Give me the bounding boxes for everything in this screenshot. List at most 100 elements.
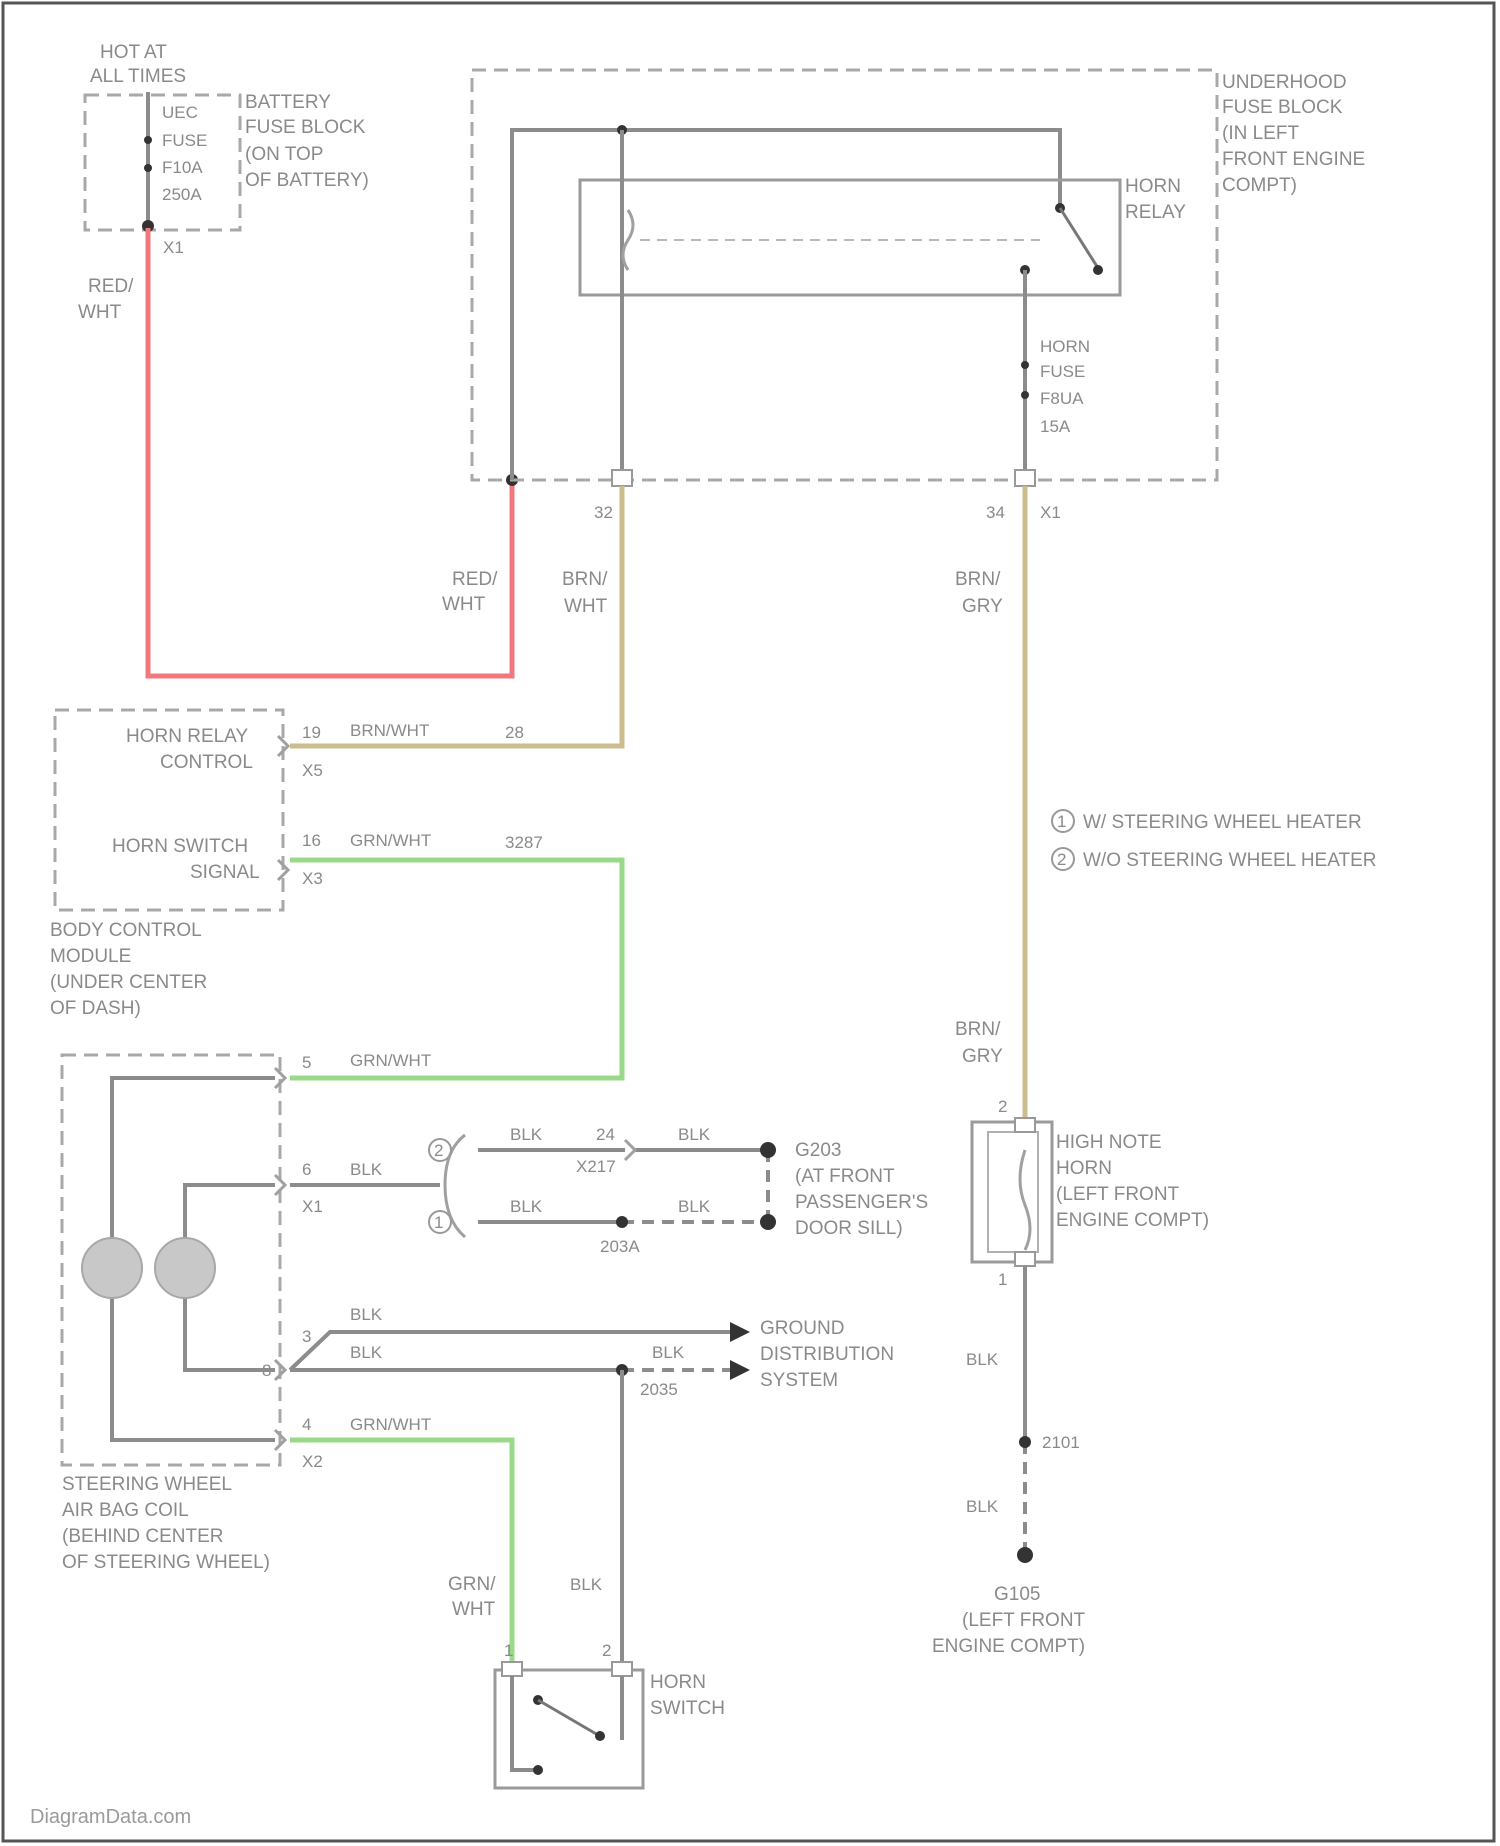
underhood-label-1: UNDERHOOD — [1222, 72, 1347, 93]
legend-item-1: W/ STEERING WHEEL HEATER — [1083, 812, 1362, 833]
g203-ground-top — [760, 1142, 776, 1158]
splice-24: 24 — [596, 1125, 615, 1144]
bcm-relay-control-1: HORN RELAY — [126, 726, 248, 747]
horn-switch-arm — [538, 1700, 598, 1735]
coil-label-1: STEERING WHEEL — [62, 1474, 232, 1495]
bcm-switch-signal-2: SIGNAL — [190, 862, 260, 883]
battery-block-label-1: BATTERY — [245, 92, 331, 113]
blk-label-j: BLK — [966, 1350, 999, 1369]
horn-body — [972, 1122, 1052, 1262]
coil-spring-left — [82, 1238, 142, 1298]
horn-label-2: HORN — [1056, 1158, 1112, 1179]
blk-label-e: BLK — [678, 1197, 711, 1216]
bcm-label-1: BODY CONTROL — [50, 920, 202, 941]
option-num-2: 2 — [434, 1141, 443, 1160]
horn-switch-label-1: HORN — [650, 1672, 706, 1693]
underhood-label-5: COMPT) — [1222, 175, 1297, 196]
horn-pin-2: 2 — [998, 1097, 1007, 1116]
coil-pin-3: 3 — [302, 1327, 311, 1346]
underhood-label-4: FRONT ENGINE — [1222, 149, 1365, 170]
grn-wht-vert-2: WHT — [452, 1599, 496, 1620]
horn-fuse-label-1: HORN — [1040, 337, 1090, 356]
coil-connector-5 — [275, 1068, 285, 1088]
horn-switch-conn-2 — [612, 1662, 632, 1676]
fuse-label: FUSE — [162, 131, 207, 150]
relay-label-2: RELAY — [1125, 202, 1186, 223]
g105-label-1: G105 — [994, 1584, 1040, 1605]
pin-x1-right: X1 — [1040, 503, 1061, 522]
x217-connector — [625, 1140, 635, 1160]
blk-label-b: BLK — [510, 1125, 543, 1144]
horn-switch-contact-b — [595, 1731, 605, 1741]
horn-coil — [1020, 1150, 1030, 1250]
splice-2101: 2101 — [1042, 1433, 1080, 1452]
splice-2035: 2035 — [640, 1380, 678, 1399]
coil-connector-6 — [275, 1175, 285, 1195]
horn-fuse-node-bottom — [1021, 391, 1029, 399]
bcm-label-3: (UNDER CENTER — [50, 972, 207, 993]
grn-wht-vert-1: GRN/ — [448, 1574, 496, 1595]
battery-block-label-4: OF BATTERY) — [245, 170, 369, 191]
battery-block-label-3: (ON TOP — [245, 144, 323, 165]
ground-dist-2: DISTRIBUTION — [760, 1344, 894, 1365]
grn-wht-switch-wire — [290, 1440, 512, 1668]
pin-32: 32 — [594, 503, 613, 522]
coil-label-4: OF STEERING WHEEL) — [62, 1552, 270, 1573]
red-wht-top-2: WHT — [78, 302, 122, 323]
brn-wht-1: BRN/ — [562, 569, 608, 590]
blk-label-a: BLK — [350, 1160, 383, 1179]
ground-dist-3: SYSTEM — [760, 1370, 838, 1391]
underhood-label-3: (IN LEFT — [1222, 123, 1299, 144]
connector-32 — [612, 470, 632, 486]
horn-switch-pin-1: 1 — [504, 1641, 513, 1660]
splice-x217: X217 — [576, 1157, 616, 1176]
relay-contact-bottom — [1093, 265, 1103, 275]
underhood-label-2: FUSE BLOCK — [1222, 97, 1343, 118]
relay-switch-arm — [1060, 208, 1098, 268]
horn-conn-bottom — [1015, 1252, 1035, 1266]
coil-pin-8: 8 — [262, 1361, 271, 1380]
f10a-label: F10A — [162, 158, 203, 177]
bcm-label-4: OF DASH) — [50, 998, 141, 1019]
g203-label-2: (AT FRONT — [795, 1166, 895, 1187]
red-wht-top-1: RED/ — [88, 276, 134, 297]
g203-ground-bottom — [760, 1214, 776, 1230]
fuse-node-top — [144, 136, 152, 144]
svg-text:ALL TIMES: ALL TIMES — [90, 66, 186, 87]
connector-34 — [1015, 470, 1035, 486]
battery-block-label-2: FUSE BLOCK — [245, 117, 366, 138]
svg-text:HOT AT: HOT AT — [100, 42, 167, 63]
horn-fuse-label-2: FUSE — [1040, 362, 1085, 381]
red-wht-mid-2: WHT — [442, 594, 486, 615]
horn-switch-int-a — [512, 1676, 536, 1770]
brn-gry-top-2: GRY — [962, 596, 1003, 617]
g203-label-4: DOOR SILL) — [795, 1218, 903, 1239]
coil-pin-x1: X1 — [302, 1197, 323, 1216]
blk-label-k: BLK — [966, 1497, 999, 1516]
horn-label-1: HIGH NOTE — [1056, 1132, 1162, 1153]
bcm-pin-x3: X3 — [302, 869, 323, 888]
relay-coil-symbol — [623, 210, 633, 270]
coil-pin-x2: X2 — [302, 1452, 323, 1471]
blk-label-f: BLK — [350, 1305, 383, 1324]
splice-203a: 203A — [600, 1237, 640, 1256]
coil-label-3: (BEHIND CENTER — [62, 1526, 224, 1547]
g105-label-2: (LEFT FRONT — [962, 1610, 1086, 1631]
high-note-horn: 2 1 HIGH NOTE HORN (LEFT FRONT ENGINE CO… — [972, 1097, 1209, 1289]
horn-switch-contact-c — [533, 1765, 543, 1775]
bcm-pin-16: 16 — [302, 831, 321, 850]
relay-feed-wire — [512, 130, 1060, 480]
coil-pin-6: 6 — [302, 1160, 311, 1179]
battery-pin-x1: X1 — [163, 238, 184, 257]
bcm-pin-19: 19 — [302, 723, 321, 742]
brn-wht-run-label: BRN/WHT — [350, 721, 429, 740]
horn-label-4: ENGINE COMPT) — [1056, 1210, 1209, 1231]
option-num-1: 1 — [434, 1213, 443, 1232]
brn-wht-2: WHT — [564, 596, 608, 617]
coil-spring-right — [155, 1238, 215, 1298]
grn-wht-bcm-wire — [290, 860, 622, 1078]
horn-switch: 1 2 HORN SWITCH — [495, 1641, 725, 1788]
ground-arrow-1 — [730, 1322, 750, 1342]
battery-fuse-block: HOT AT ALL TIMES UEC FUSE F10A 250A BATT… — [85, 42, 369, 257]
